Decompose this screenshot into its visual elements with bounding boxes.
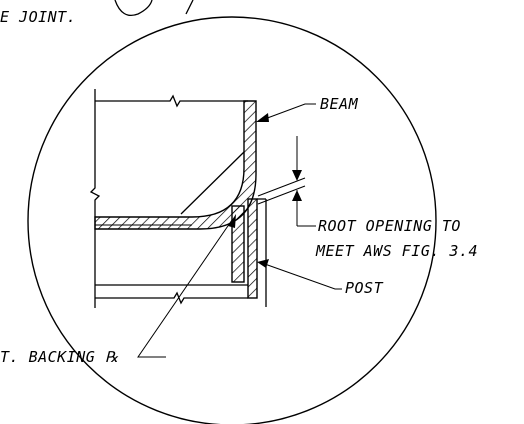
backing-leader	[137, 219, 233, 358]
top-note-label: E JOINT.	[0, 8, 76, 26]
root-dim-arrow-top	[292, 170, 302, 181]
root-dim-line-2	[257, 185, 306, 205]
root-opening-label-line2: MEET AWS FIG. 3.4	[315, 242, 478, 260]
beam-left-line	[89, 89, 101, 308]
post-section	[247, 198, 258, 299]
beam-bottom-line	[95, 291, 248, 305]
detail-circle	[27, 16, 437, 424]
beam-leader-arrow	[256, 113, 269, 122]
post-label: POST	[345, 279, 384, 297]
root-opening-label-line1: ROOT OPENING TO	[318, 217, 461, 235]
post-leader-arrow	[257, 259, 269, 268]
root-dim-line-1	[257, 177, 306, 197]
beam-top-line	[95, 94, 248, 108]
callout-circle-arc	[114, 0, 153, 17]
beam-label: BEAM	[320, 95, 359, 113]
callout-leader	[185, 0, 194, 15]
backing-plate-label: T. BACKING ℞	[0, 348, 119, 366]
gusset-diagonal	[180, 151, 245, 215]
post-leader	[261, 262, 342, 290]
root-dim-arrow-bottom	[292, 190, 302, 201]
beam-leader	[261, 103, 316, 121]
backing-leader-arrow	[228, 214, 236, 228]
